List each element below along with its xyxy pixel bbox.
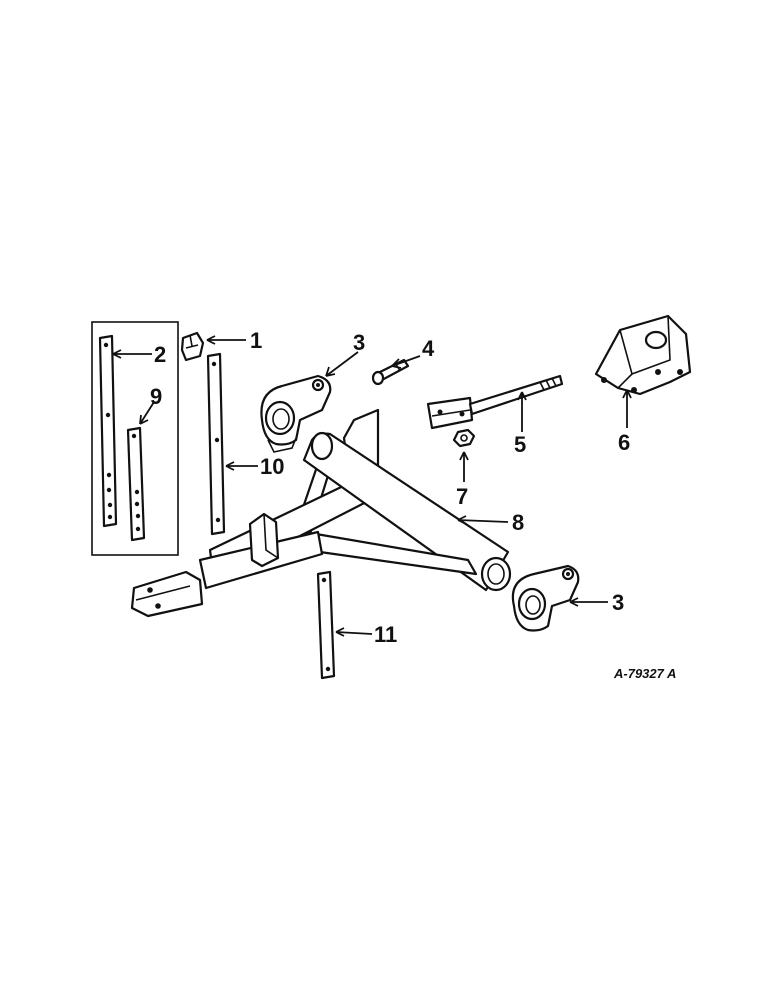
leader-1	[206, 335, 246, 345]
part-6-mounting-bracket	[594, 314, 692, 396]
leader-2	[112, 349, 152, 359]
callout-1: 1	[250, 328, 262, 353]
part-10-bar	[206, 352, 226, 536]
part-8-a-frame	[130, 408, 512, 618]
part-5-rod-clevis	[426, 374, 564, 430]
callout-4: 4	[422, 336, 435, 361]
part-4-pin	[371, 358, 410, 386]
leader-4	[391, 355, 421, 369]
leader-9	[139, 401, 155, 425]
leader-3-upper	[325, 351, 359, 377]
leader-3-lower	[569, 597, 608, 607]
callout-3-upper: 3	[353, 330, 365, 355]
callout-8: 8	[512, 510, 524, 535]
leader-lines	[112, 335, 632, 637]
callout-3-lower: 3	[612, 590, 624, 615]
leader-11	[335, 627, 373, 637]
leader-10	[225, 461, 258, 471]
callout-10: 10	[260, 454, 284, 479]
leader-7	[459, 451, 469, 482]
callout-2: 2	[154, 342, 166, 367]
callout-6: 6	[618, 430, 630, 455]
part-1-clip	[180, 331, 205, 362]
leader-8	[457, 515, 509, 525]
part-3-clamp-lower	[511, 564, 580, 632]
callout-7: 7	[456, 484, 468, 509]
group-box	[91, 321, 179, 556]
leader-6	[622, 389, 632, 428]
callout-5: 5	[514, 432, 526, 457]
part-11-bar	[316, 570, 336, 680]
callout-9: 9	[150, 384, 162, 409]
leader-5	[517, 391, 527, 432]
part-3-clamp-upper	[260, 374, 332, 453]
part-2-long-bar	[98, 334, 118, 528]
drawing-reference-number: A-79327 A	[613, 666, 676, 681]
part-9-short-bar	[126, 426, 146, 542]
part-7-nut	[452, 428, 476, 448]
callout-11: 11	[374, 622, 397, 647]
